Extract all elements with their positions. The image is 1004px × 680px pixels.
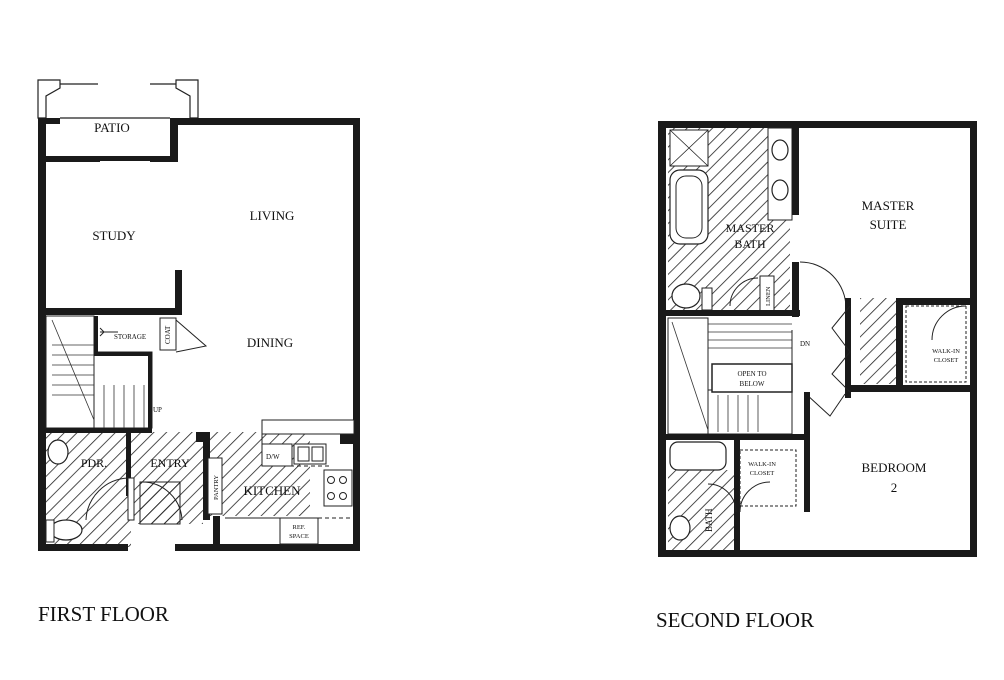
entry-label: ENTRY — [150, 456, 190, 470]
second-floor-west-wall — [658, 121, 666, 557]
first-floor-stairs — [45, 315, 153, 432]
first-floor-west-wall — [38, 118, 46, 550]
first-floor-plan — [37, 79, 360, 551]
patio-right-post — [175, 79, 199, 119]
first-floor-south-wall — [38, 544, 128, 551]
space-label: SPACE — [289, 533, 309, 540]
second-floor-north-wall — [658, 121, 976, 128]
second-floor-south-wall — [658, 550, 977, 557]
bedroom-label-line2: 2 — [891, 480, 898, 495]
coat-closet — [159, 317, 177, 351]
dn-label: DN — [800, 340, 810, 348]
second-floor-stairs — [667, 317, 793, 435]
study-north-wall — [46, 156, 178, 162]
first-floor-east-wall — [353, 118, 360, 418]
study-label: STUDY — [92, 228, 136, 243]
bath-label: BATH — [704, 508, 714, 532]
master-bath-label-line1: MASTER — [726, 221, 775, 235]
study-south-wall — [46, 308, 182, 315]
ref-label: REF. — [292, 524, 305, 531]
linen-closet-hatch — [860, 298, 896, 384]
living-label: LIVING — [250, 208, 295, 223]
linen-label: LINEN — [765, 286, 772, 306]
second-floor-east-wall — [970, 121, 977, 557]
master-suite-label-line2: SUITE — [870, 217, 907, 232]
master-bath-label-line2: BATH — [734, 237, 766, 251]
pantry-closet — [207, 457, 223, 515]
first-floor-title: FIRST FLOOR — [38, 602, 169, 626]
pantry-label: PANTRY — [213, 475, 220, 500]
open-to-below-line1: OPEN TO — [737, 370, 766, 378]
storage-label: STORAGE — [114, 333, 146, 341]
walkin-closet-bedroom-line2: CLOSET — [750, 470, 775, 477]
walkin-closet-master-line2: CLOSET — [934, 357, 959, 364]
master-suite-label-line1: MASTER — [862, 198, 915, 213]
dw-label: D/W — [266, 453, 280, 461]
up-label: UP — [153, 406, 162, 414]
bedroom-label-line1: BEDROOM — [861, 460, 926, 475]
kitchen-label: KITCHEN — [243, 483, 301, 498]
pdr-label: PDR. — [81, 456, 107, 470]
open-to-below-line2: BELOW — [740, 380, 765, 388]
walkin-closet-master-line1: WALK-IN — [932, 348, 960, 355]
second-floor-title: SECOND FLOOR — [656, 608, 814, 632]
first-floor-north-wall — [178, 118, 360, 125]
second-floor-plan — [658, 121, 977, 557]
coat-label: COAT — [164, 325, 172, 344]
kitchen-hatch — [210, 432, 310, 516]
walkin-closet-bedroom-line1: WALK-IN — [748, 461, 776, 468]
patio-left-post — [37, 79, 61, 119]
dining-label: DINING — [247, 335, 293, 350]
patio-label: PATIO — [94, 120, 130, 135]
